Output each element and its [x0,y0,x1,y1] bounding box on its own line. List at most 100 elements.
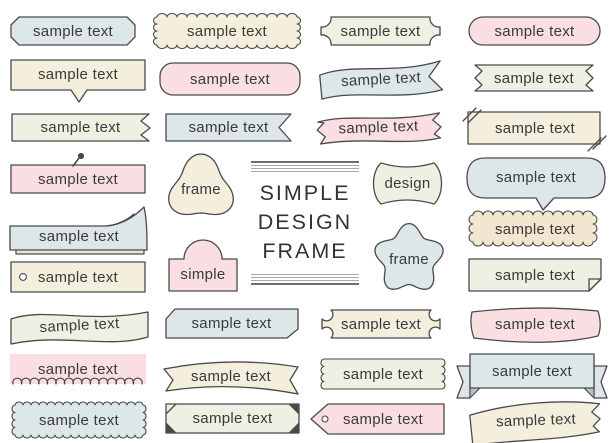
frame-arch-top-label: simple [167,234,239,292]
frame-ticket-corner-plaque: sample text [319,15,442,47]
frame-photo-corner-rectangle: sample text [162,400,303,437]
frame-label: sample text [38,360,118,378]
classic-ribbon-shape [456,353,608,399]
frame-label: sample text [495,266,575,284]
page-title: SIMPLE DESIGN FRAME [251,179,359,266]
tag-hole-icon [321,415,329,423]
punch-hole-icon [19,273,27,281]
frame-tri-lobe-blob: frame [164,152,238,226]
rounded-rectangle-shape [159,62,301,96]
curl-crease [105,213,135,227]
frame-rounded-rectangle: sample text [159,62,301,96]
frame-wavy-rectangle: sample text [8,304,151,347]
frame-label: sample text [38,170,118,188]
frame-label: sample text [33,22,113,40]
title-rule-top [251,161,359,172]
wavy-stamp-shape [468,210,598,247]
frame-wavy-flag: sample text [465,394,607,443]
frame-classic-ribbon: sample text [456,352,608,400]
wavy-flag-shape [469,401,601,443]
frame-ornate-label: design [368,155,447,212]
frame-label: sample text [496,169,576,186]
frame-zigzag-right-rectangle: sample text [10,112,151,143]
frame-torn-tape: sample text [316,356,450,392]
arched-banner-shape [163,361,299,395]
pushpin-icon [72,152,85,167]
frame-label: sample text [494,69,574,87]
frame-label: sample text [38,66,118,83]
ornate-label-shape [372,162,443,205]
frame-cut-corner-rectangle: sample text [163,307,300,340]
ribbon-fold-left [469,387,481,399]
divider-line [251,280,359,281]
frame-label: sample text [495,119,575,137]
scalloped-stamp-shape [152,13,302,49]
frame-label: simple [180,266,226,283]
frame-label: sample text [40,119,121,136]
frame-label: sample text [495,410,577,430]
title-rule-bottom [251,274,359,285]
pinned-rectangle-shape [10,152,146,194]
frame-label: frame [181,180,221,198]
frame-wavy-banner-notched: sample text [316,55,446,104]
frame-pinned-rectangle: sample text [10,152,146,194]
divider-line [251,274,359,275]
wavy-banner-shape [319,60,444,100]
divider-line [251,277,359,278]
wavy-zigzag-banner-shape [316,112,442,145]
slash-marks-icon [462,107,607,152]
center-title-block: SIMPLE DESIGN FRAME [251,161,359,285]
dog-ear-fold [588,278,602,292]
speech-box-shape [10,59,146,103]
title-line-3: FRAME [262,239,348,263]
frame-page-curl-sheet: sample text [8,206,150,256]
scalloped-rectangle-shape [11,401,147,439]
title-line-2: DESIGN [257,210,353,234]
frame-slash-corner-rectangle: sample text [462,104,607,152]
wavy-rectangle-shape [10,311,149,345]
frame-wavy-stamp: sample text [468,210,602,247]
arch-label-shape [168,239,238,292]
speech-bubble-shape [466,157,606,211]
zigzag-right-shape [11,113,151,142]
torn-tape-shape [320,358,446,390]
frame-label: sample text [38,268,118,286]
page-curl-shape [9,206,148,255]
frame-folded-corner-rectangle: sample text [468,258,602,292]
frame-label: sample text [343,410,423,428]
slash-rectangle-shape [462,107,607,152]
frame-label: sample text [39,411,119,429]
photo-corner-shape [165,403,300,434]
frame-pennant-notch-rectangle: sample text [164,112,293,143]
cut-corner-shape [165,308,299,339]
frame-label: sample text [495,316,575,333]
frame-label: sample text [341,315,421,333]
curly-edge [12,377,143,385]
corner-line-top-left [165,403,177,415]
frame-label: sample text [39,314,120,337]
frame-zigzag-end-ribbon: sample text [467,62,601,94]
pinched-plaque-shape [321,309,441,339]
frame-scalloped-rectangle: sample text [8,400,150,440]
frame-curly-bottom-rectangle: sample text [10,354,146,398]
punched-hole-shape [10,261,146,293]
frame-label: sample text [192,410,273,427]
frame-label: sample text [338,117,419,138]
flower-blob-shape [374,222,444,290]
pill-shape [468,16,601,46]
frame-label: sample text [191,315,272,332]
frame-label: sample text [340,22,421,40]
folded-corner-shape [468,258,602,292]
divider-line [251,283,359,285]
frame-label: sample text [492,362,572,380]
frame-label: design [384,175,431,192]
tri-lobe-blob-shape [168,153,234,216]
curved-banner-shape [470,307,601,343]
divider-line [251,161,359,163]
corner-triangle-bottom-right [288,422,300,434]
frame-punched-hole-rectangle: sample text [10,261,146,293]
pennant-notch-shape [165,113,292,142]
frame-curved-banner: sample text [469,305,601,344]
divider-line [251,168,359,169]
